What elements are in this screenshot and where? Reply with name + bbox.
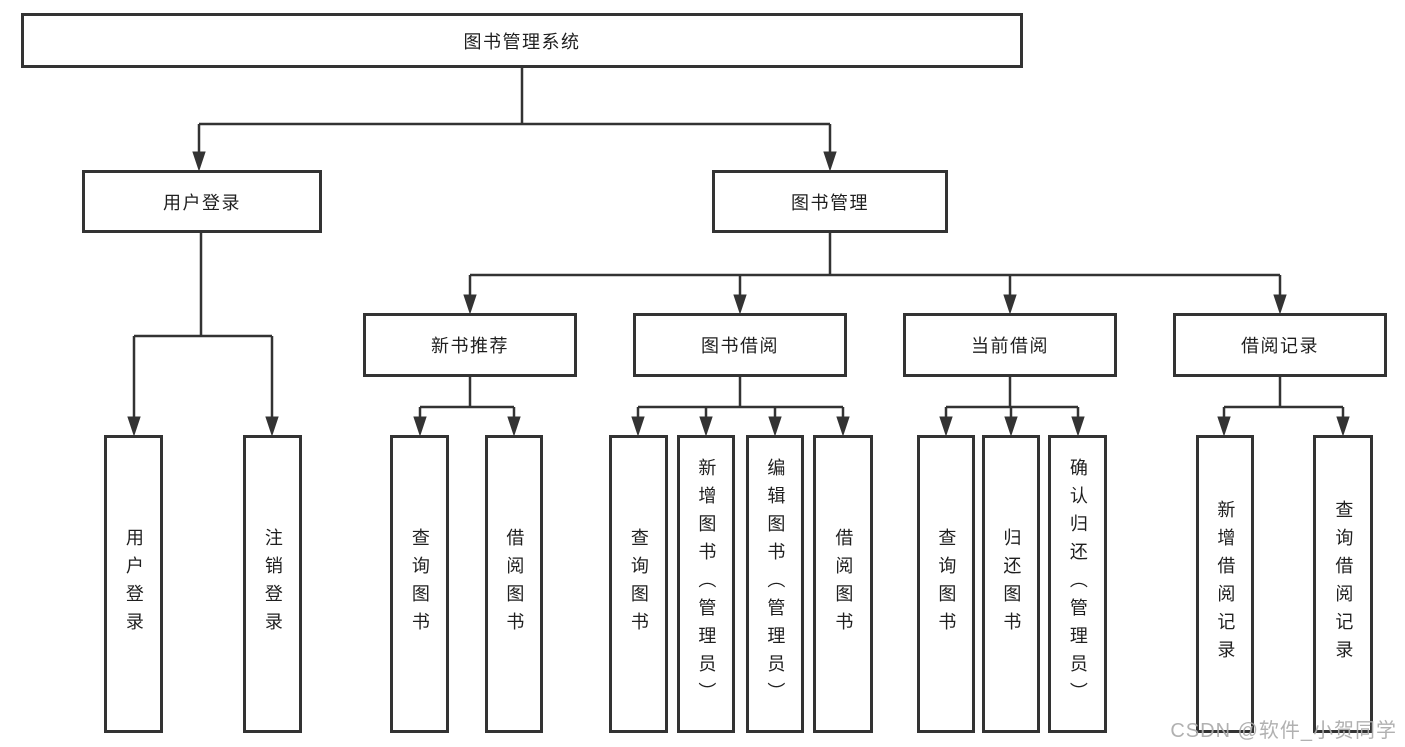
leaf-records-query-borrow-record: 查询借阅记录 [1313,435,1373,733]
leaf-label: 查询借阅记录 [1333,500,1354,668]
leaf-current-confirm-return-admin: 确认归还（管理员） [1048,435,1107,733]
leaf-label: 编辑图书（管理员） [765,458,786,710]
leaf-current-query-books: 查询图书 [917,435,975,733]
leaf-label: 注销登录 [262,528,283,640]
leaf-label: 查询图书 [409,528,430,640]
node-borrowing-records: 借阅记录 [1173,313,1387,377]
node-current-borrowing: 当前借阅 [903,313,1117,377]
csdn-watermark: CSDN @软件_小贺同学 [1170,720,1397,742]
leaf-borrow-edit-book-admin: 编辑图书（管理员） [746,435,804,733]
leaf-rec-borrow-books: 借阅图书 [485,435,543,733]
node-user-login: 用户登录 [82,170,322,233]
leaf-label: 借阅图书 [504,528,525,640]
leaf-borrow-borrow-books: 借阅图书 [813,435,873,733]
leaf-label: 查询图书 [936,528,957,640]
leaf-label: 确认归还（管理员） [1067,458,1088,710]
leaf-borrow-query-books: 查询图书 [609,435,668,733]
leaf-logout: 注销登录 [243,435,302,733]
node-book-borrowing: 图书借阅 [633,313,847,377]
leaf-records-add-borrow-record: 新增借阅记录 [1196,435,1254,733]
node-book-management: 图书管理 [712,170,948,233]
leaf-borrow-add-book-admin: 新增图书（管理员） [677,435,735,733]
leaf-label: 新增图书（管理员） [696,458,717,710]
leaf-rec-query-books: 查询图书 [390,435,449,733]
node-library-management-system: 图书管理系统 [21,13,1023,68]
leaf-label: 归还图书 [1001,528,1022,640]
leaf-current-return-books: 归还图书 [982,435,1040,733]
leaf-label: 新增借阅记录 [1215,500,1236,668]
leaf-user-login: 用户登录 [104,435,163,733]
leaf-label: 用户登录 [123,528,144,640]
leaf-label: 借阅图书 [833,528,854,640]
node-new-book-recommendation: 新书推荐 [363,313,577,377]
leaf-label: 查询图书 [628,528,649,640]
